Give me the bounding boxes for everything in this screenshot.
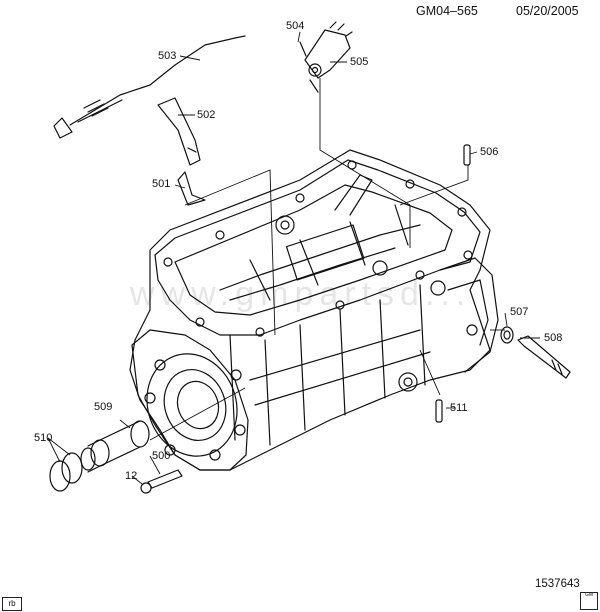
callout-502: 502 — [197, 109, 216, 121]
callout-504: 504 — [286, 20, 305, 32]
callout-506: 506 — [480, 146, 499, 158]
callout-508: 508 — [544, 332, 563, 344]
part-503-rod — [69, 35, 246, 126]
part-506-pin — [463, 144, 471, 166]
callout-12: 12 — [125, 470, 138, 482]
part-509-sleeve — [80, 420, 150, 473]
diagram-date: 05/20/2005 — [516, 4, 579, 18]
part-510-ring-a — [61, 452, 83, 484]
callout-509: 509 — [94, 401, 113, 413]
part-508-shaft — [517, 335, 571, 379]
gm-logo-icon: GM — [580, 592, 598, 610]
callout-510: 510 — [34, 432, 53, 444]
watermark-text: www.gmpartsd... — [130, 275, 472, 313]
rb-corner-icon: rb — [2, 597, 22, 611]
callout-511: 511 — [450, 402, 468, 414]
callout-501: 501 — [152, 178, 171, 190]
part-12-bolt — [140, 482, 152, 494]
part-504-505-lever — [304, 29, 351, 79]
callout-505: 505 — [350, 56, 369, 68]
illustration-number: 1537643 — [535, 578, 580, 590]
callout-503: 503 — [158, 50, 177, 62]
diagram-code: GM04–565 — [416, 4, 478, 18]
part-507-seal — [500, 326, 514, 344]
part-511-pin — [435, 399, 443, 423]
case-top-flange — [154, 159, 481, 336]
callout-500: 500 — [152, 450, 171, 462]
part-501-clip — [177, 171, 206, 206]
part-500-pin — [147, 469, 183, 489]
callout-507: 507 — [510, 306, 529, 318]
part-510-ring-b — [49, 460, 71, 492]
part-502-bracket — [157, 97, 201, 166]
